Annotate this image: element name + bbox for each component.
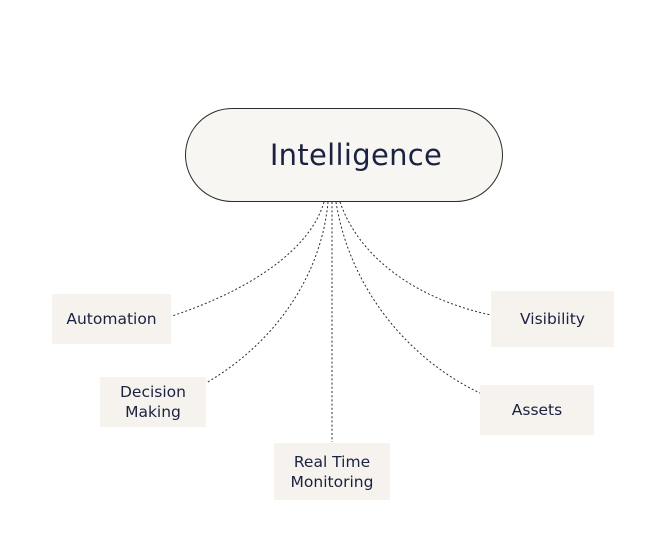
connector-assets bbox=[335, 201, 481, 394]
node-assets-label: Assets bbox=[511, 401, 563, 419]
node-automation: Automation bbox=[52, 294, 171, 344]
connector-visibility bbox=[339, 201, 492, 316]
node-assets: Assets bbox=[480, 385, 594, 435]
node-visibility-label: Visibility bbox=[520, 310, 585, 328]
node-visibility: Visibility bbox=[491, 291, 614, 347]
node-real-time-monitoring-line-1: Real Time bbox=[293, 452, 371, 471]
connector-decision-making bbox=[205, 201, 329, 384]
node-decision-making-line-2: Making bbox=[125, 403, 181, 421]
node-automation-label: Automation bbox=[66, 310, 157, 328]
node-real-time-monitoring-line-2: Monitoring bbox=[290, 472, 374, 491]
hub-intelligence: Intelligence bbox=[185, 108, 503, 202]
connector-automation bbox=[171, 201, 325, 317]
node-decision-making-line-1: Decision bbox=[120, 383, 186, 401]
hub-label: Intelligence bbox=[269, 138, 443, 172]
node-decision-making: Decision Making bbox=[100, 377, 206, 427]
node-real-time-monitoring: Real Time Monitoring bbox=[274, 443, 390, 500]
